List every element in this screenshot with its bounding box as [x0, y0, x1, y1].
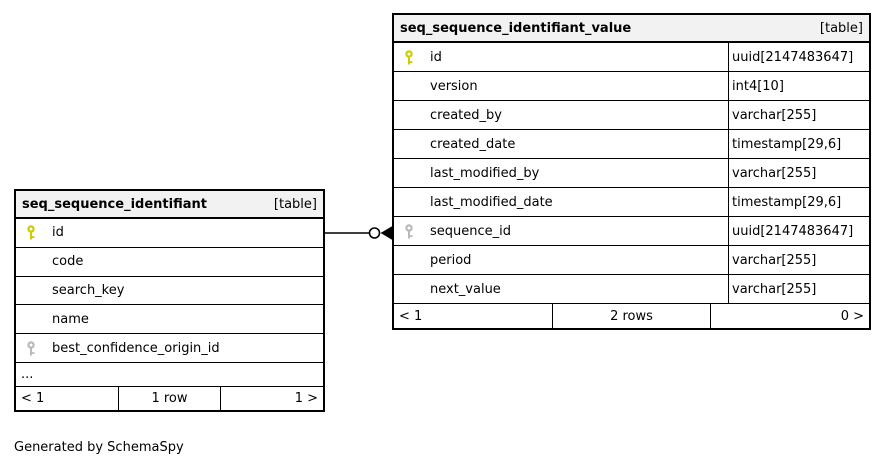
parent-count: < 1: [21, 391, 45, 406]
column-name: period: [430, 252, 472, 268]
key-cell: [394, 49, 430, 65]
table-footer: < 1 1 row 1 >: [16, 386, 323, 410]
column-name: id: [52, 225, 64, 241]
table-row[interactable]: created_date timestamp[29,6]: [394, 129, 869, 158]
table-name[interactable]: seq_sequence_identifiant_value: [400, 20, 632, 36]
key-cell: [16, 340, 52, 356]
table-row[interactable]: created_by varchar[255]: [394, 100, 869, 129]
table-name[interactable]: seq_sequence_identifiant: [22, 196, 207, 212]
column-name: last_modified_date: [430, 194, 553, 210]
column-type: varchar[255]: [728, 101, 869, 129]
table-row[interactable]: code: [16, 246, 323, 276]
primary-key-icon: [27, 225, 35, 240]
column-name: sequence_id: [430, 223, 512, 239]
column-name: last_modified_by: [430, 165, 540, 181]
column-type: varchar[255]: [728, 275, 869, 303]
column-rows: id uuid[2147483647] version int4[10] cre…: [394, 43, 869, 303]
table-header[interactable]: seq_sequence_identifiant_value [table]: [394, 15, 869, 43]
table-row[interactable]: version int4[10]: [394, 71, 869, 100]
table-header[interactable]: seq_sequence_identifiant [table]: [16, 191, 323, 219]
column-type: varchar[255]: [728, 246, 869, 274]
table-row[interactable]: sequence_id uuid[2147483647]: [394, 216, 869, 245]
truncated-columns-indicator: ...: [16, 362, 323, 386]
table-tag: [table]: [273, 196, 317, 212]
column-name: created_by: [430, 107, 502, 123]
zero-or-one-circle: [368, 227, 381, 239]
table-tag: [table]: [819, 20, 863, 36]
parent-count: < 1: [399, 308, 423, 324]
row-count: 1 row: [117, 387, 222, 410]
table-row[interactable]: last_modified_by varchar[255]: [394, 158, 869, 187]
column-name: next_value: [430, 281, 501, 297]
column-type: int4[10]: [728, 72, 869, 100]
table-node-seq-sequence-identifiant: seq_sequence_identifiant [table] id code…: [14, 189, 325, 412]
foreign-key-icon: [405, 223, 413, 238]
foreign-key-connector: [325, 226, 392, 240]
row-count: 2 rows: [551, 304, 712, 328]
child-count: 0 >: [840, 308, 865, 324]
column-rows: id code search_key name best_confidence_…: [16, 219, 323, 362]
child-count: 1 >: [294, 391, 319, 406]
key-cell: [16, 225, 52, 240]
foreign-key-icon: [27, 340, 35, 356]
column-type: varchar[255]: [728, 159, 869, 187]
column-type: timestamp[29,6]: [728, 188, 869, 216]
column-name: id: [430, 49, 442, 65]
column-type: uuid[2147483647]: [728, 217, 869, 245]
table-row[interactable]: last_modified_date timestamp[29,6]: [394, 187, 869, 216]
column-name: code: [52, 254, 84, 270]
table-row[interactable]: next_value varchar[255]: [394, 274, 869, 303]
table-row[interactable]: best_confidence_origin_id: [16, 333, 323, 362]
primary-key-icon: [405, 49, 413, 64]
table-row[interactable]: period varchar[255]: [394, 245, 869, 274]
column-name: best_confidence_origin_id: [52, 340, 220, 356]
column-type: timestamp[29,6]: [728, 130, 869, 158]
column-name: version: [430, 78, 478, 94]
table-node-seq-sequence-identifiant-value: seq_sequence_identifiant_value [table] i…: [392, 13, 871, 330]
column-name: name: [52, 311, 89, 327]
column-name: search_key: [52, 282, 125, 298]
column-type: uuid[2147483647]: [728, 43, 869, 71]
table-row[interactable]: id uuid[2147483647]: [394, 43, 869, 71]
column-name: created_date: [430, 136, 516, 152]
table-row[interactable]: id: [16, 219, 323, 247]
table-row[interactable]: name: [16, 304, 323, 334]
arrowhead: [380, 226, 392, 240]
key-cell: [394, 223, 430, 239]
table-row[interactable]: search_key: [16, 275, 323, 305]
generated-by-note: Generated by SchemaSpy: [14, 440, 184, 455]
table-footer: < 1 2 rows 0 >: [394, 303, 869, 328]
